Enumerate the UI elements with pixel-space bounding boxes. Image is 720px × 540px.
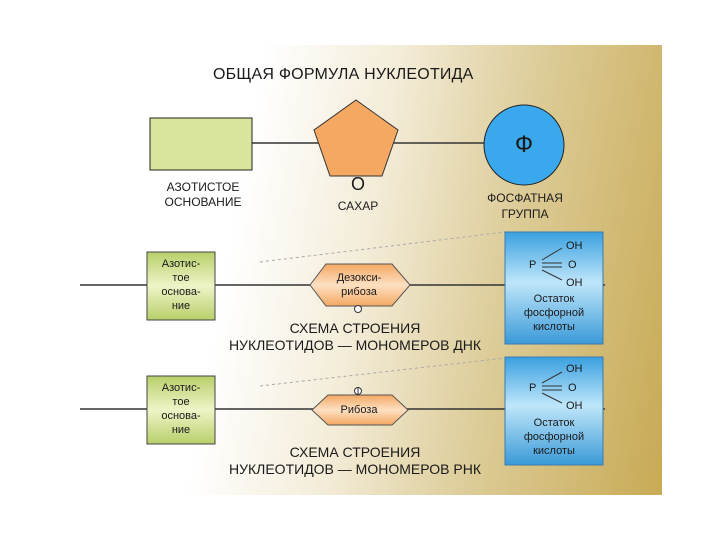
dna-oxygen-circle	[354, 305, 362, 313]
top-sugar-oxygen: О	[350, 174, 365, 194]
dna-sugar-text: Дезокси-рибоза	[336, 272, 382, 298]
rna-base-text: Азотис-тое основа-ние	[161, 382, 201, 436]
rna-sugar-text: Рибоза	[340, 404, 378, 416]
dna-p-oh-bond	[541, 247, 563, 261]
dna-base-text: Азотис-тое основа-ние	[161, 258, 201, 312]
rna-acid-p: P	[529, 382, 537, 394]
dna-p-oh2-bond	[541, 269, 563, 281]
sugar-pentagon	[313, 99, 399, 177]
top-sugar-label: САХАР	[337, 199, 379, 213]
dna-acid-oh2: OH	[566, 277, 583, 289]
dna-base-box	[146, 251, 216, 321]
rna-acid-oh2: OH	[566, 400, 583, 412]
rna-acid-oh1: OH	[566, 363, 583, 375]
dna-acid-oh1: OH	[566, 240, 583, 252]
top-phosphate-symbol: Ф	[514, 131, 534, 158]
rna-acid-o: O	[568, 382, 577, 394]
nitrogenous-base-box	[149, 117, 253, 171]
phosphate-circle	[483, 104, 565, 186]
rna-p-oh-bond	[541, 371, 563, 384]
dna-sugar-shape	[309, 263, 411, 307]
rna-sugar-shape	[311, 394, 409, 426]
rna-p-oh2-bond	[541, 392, 563, 404]
dna-dash-upper	[259, 231, 506, 263]
rna-acid-box	[504, 356, 604, 466]
rna-base-box	[146, 375, 216, 445]
dna-acid-p: P	[529, 259, 537, 271]
dna-acid-box	[504, 231, 604, 345]
dna-acid-o: O	[568, 259, 577, 271]
main-title: ОБЩАЯ ФОРМУЛА НУКЛЕОТИДА	[213, 66, 474, 83]
rna-dash-upper	[259, 357, 506, 387]
